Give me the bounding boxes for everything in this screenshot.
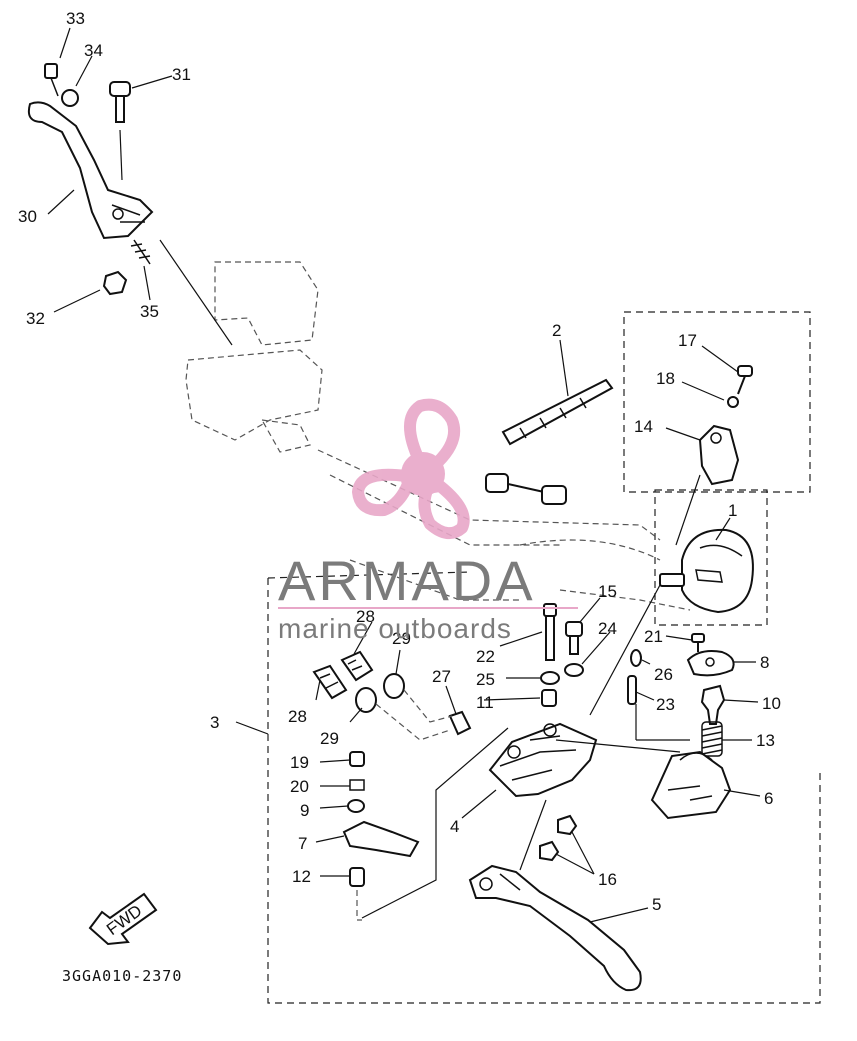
part-7-bracket [342,820,420,858]
part-14-switch-cover [698,424,740,486]
part-29-upper-cap [383,673,405,699]
callout-29-upper: 29 [392,629,411,648]
part-31-pivot-bolt [109,81,131,123]
callout-25: 25 [476,670,495,689]
callout-27: 27 [432,667,451,686]
part-1-switch [659,528,754,614]
part-35-adjust-screw [130,239,151,265]
part-26-oring [630,649,642,667]
callout-14: 14 [634,417,653,436]
part-4-master-cylinder [488,722,598,798]
part-16-lower-nut [539,840,560,862]
part-25-washer [540,671,560,685]
callout-8: 8 [760,653,769,672]
callout-9: 9 [300,801,309,820]
part-33-bolt [44,63,59,97]
callout-20: 20 [290,777,309,796]
callout-15: 15 [598,582,617,601]
callout-33: 33 [66,9,85,28]
part-28-upper-bolt [340,650,374,682]
callout-23: 23 [656,695,675,714]
watermark-brand: ARMADA [278,549,536,612]
switch-cable-connector [485,473,567,505]
callout-1: 1 [728,501,737,520]
part-32-nut [102,270,128,296]
callout-12: 12 [292,867,311,886]
part-9-washer [347,799,365,813]
callout-leaders [47,27,761,923]
part-13-spring [701,721,723,757]
part-callouts: 33 34 31 30 32 35 2 17 18 14 1 15 24 22 … [18,9,781,914]
watermark-tagline: marine outboards [278,613,512,644]
callout-19: 19 [290,753,309,772]
part-12-collar [349,867,365,887]
part-27-dust-seal [448,710,472,736]
propeller-logo-icon [352,398,470,540]
callout-17: 17 [678,331,697,350]
callout-29-lower: 29 [320,729,339,748]
part-17-screw [737,365,753,395]
callout-26: 26 [654,665,673,684]
callout-2: 2 [552,321,561,340]
callout-13: 13 [756,731,775,750]
part-6-brake-switch-body [650,750,732,820]
callout-11: 11 [476,693,494,712]
callout-21: 21 [644,627,663,646]
assembly-group-1-box [654,489,768,626]
handlebar-ghost-outline [185,261,691,611]
part-15-bolt [565,621,583,655]
callout-34: 34 [84,41,103,60]
callout-4: 4 [450,817,459,836]
assembly-group-14-box [623,311,811,493]
assembly-group-3-box [267,571,821,1004]
callout-16: 16 [598,870,617,889]
callout-5: 5 [652,895,661,914]
callout-6: 6 [764,789,773,808]
watermark: ARMADA marine outboards [278,398,578,644]
part-22-bolt [543,603,557,661]
callout-22: 22 [476,647,495,666]
part-16-upper-nut [557,814,578,836]
callout-3: 3 [210,713,219,732]
part-28-lower-bolt [312,664,348,700]
fwd-arrow-icon: FWD [88,892,158,946]
part-29-lower-cap [355,687,377,713]
part-18-washer [727,396,739,408]
callout-32: 32 [26,309,45,328]
part-21-screw [691,633,705,652]
callout-18: 18 [656,369,675,388]
part-2-band [501,378,614,446]
part-10-plunger [700,684,726,725]
callout-28-lower: 28 [288,707,307,726]
part-11-bushing [541,689,557,707]
drawing-code: 3GGA010-2370 [62,967,182,985]
part-8-plate [686,650,735,677]
callout-31: 31 [172,65,191,84]
part-19-screw [349,751,365,767]
part-24-washer [564,663,584,677]
part-20-spring-washer [349,779,365,791]
part-30-brake-lever [27,101,154,240]
callout-35: 35 [140,302,159,321]
callout-24: 24 [598,619,617,638]
callout-7: 7 [298,834,307,853]
part-23-pin [627,675,637,705]
part-5-brake-lever [468,864,642,992]
callout-30: 30 [18,207,37,226]
callout-10: 10 [762,694,781,713]
part-34-nut [61,89,79,107]
callout-28-upper: 28 [356,607,375,626]
